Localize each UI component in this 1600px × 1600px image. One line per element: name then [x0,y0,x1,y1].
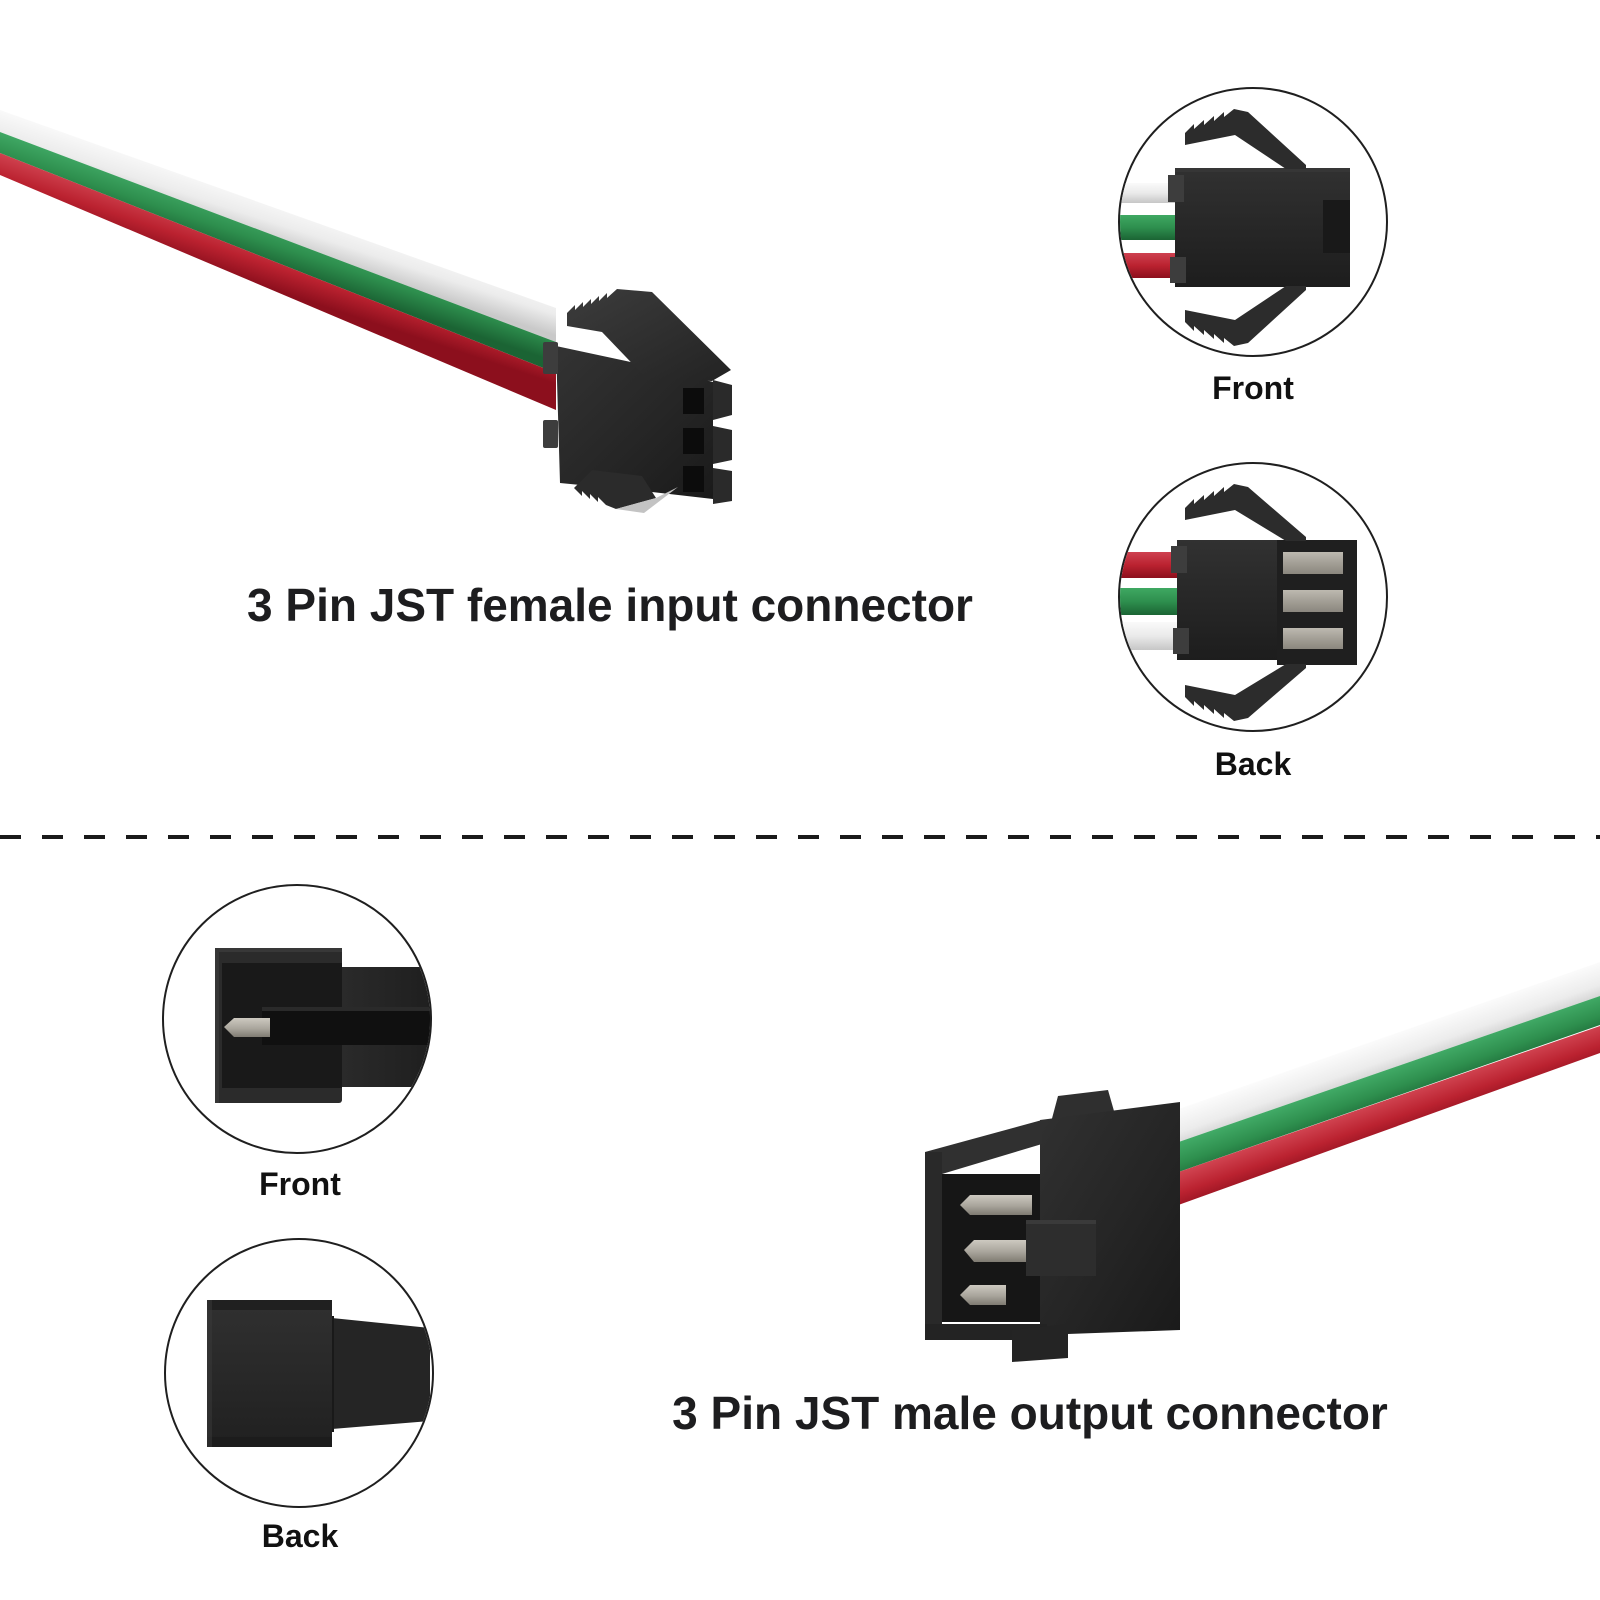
male-connector-front-view [215,948,430,1103]
socket-hole-2 [683,428,704,454]
bottom-latch-arm [1185,286,1306,346]
metal-pin [224,1018,270,1037]
socket-hole-1 [683,388,704,414]
male-back-label: Back [261,1518,339,1554]
strain-relief-tab [543,342,558,374]
metal-pin-3 [960,1285,1006,1305]
keying-notch [1323,200,1350,253]
metal-pin-1 [1283,552,1343,574]
latch-beam [262,1007,430,1045]
connector-body-rear [332,1318,430,1429]
metal-pin-2 [964,1240,1042,1262]
green-wire-stub [1120,215,1178,240]
female-connector-back-view [1120,484,1357,721]
connector-body [1040,1102,1180,1335]
connector-body [1175,168,1350,287]
male-front-inset-circle [162,884,432,1154]
male-connector-head [925,1090,1180,1362]
green-wire-stub [1120,588,1180,615]
female-connector-front-view [1120,109,1350,346]
metal-pin-3 [1283,628,1343,649]
female-front-label: Front [1212,370,1294,406]
shroud-top-wall [925,1120,1042,1174]
red-wire-stub [1120,552,1180,578]
female-connector-head [543,289,732,513]
bottom-latch-arm [1185,664,1306,721]
female-front-inset-circle [1118,87,1388,357]
strain-relief-tab [543,420,558,448]
top-latch-arm [1185,109,1306,169]
male-back-inset-circle [164,1238,434,1508]
metal-pin-2 [1283,590,1343,612]
white-wire [0,110,556,342]
female-connector-cable-illustration [0,110,732,513]
latch-beam [1026,1220,1096,1276]
female-back-inset-circle [1118,462,1388,732]
red-wire [0,153,556,410]
male-caption: 3 Pin JST male output connector [672,1387,1388,1439]
male-connector-cable-illustration [925,962,1600,1362]
shroud-left-wall [925,1152,942,1340]
white-wire [1170,962,1600,1145]
red-wire [1170,1026,1600,1208]
cable-three-wires [1170,962,1600,1208]
white-wire-stub [1120,622,1180,650]
connector-back-face [207,1300,332,1447]
dashed-divider [0,835,1600,839]
metal-pin-1 [960,1195,1032,1215]
white-wire-stub [1120,183,1178,203]
green-wire [0,132,556,373]
latch-wedge [567,289,731,381]
male-connector-back-view [207,1300,430,1447]
cable-three-wires [0,110,556,410]
bottom-wing [574,470,656,509]
green-wire [1170,996,1600,1175]
male-front-label: Front [259,1166,341,1202]
top-latch-arm [1185,484,1306,541]
bottom-tab [1012,1324,1068,1362]
socket-hole-3 [683,466,704,492]
red-wire-stub [1120,253,1178,278]
female-caption: 3 Pin JST female input connector [247,579,973,631]
female-back-label: Back [1214,746,1292,782]
